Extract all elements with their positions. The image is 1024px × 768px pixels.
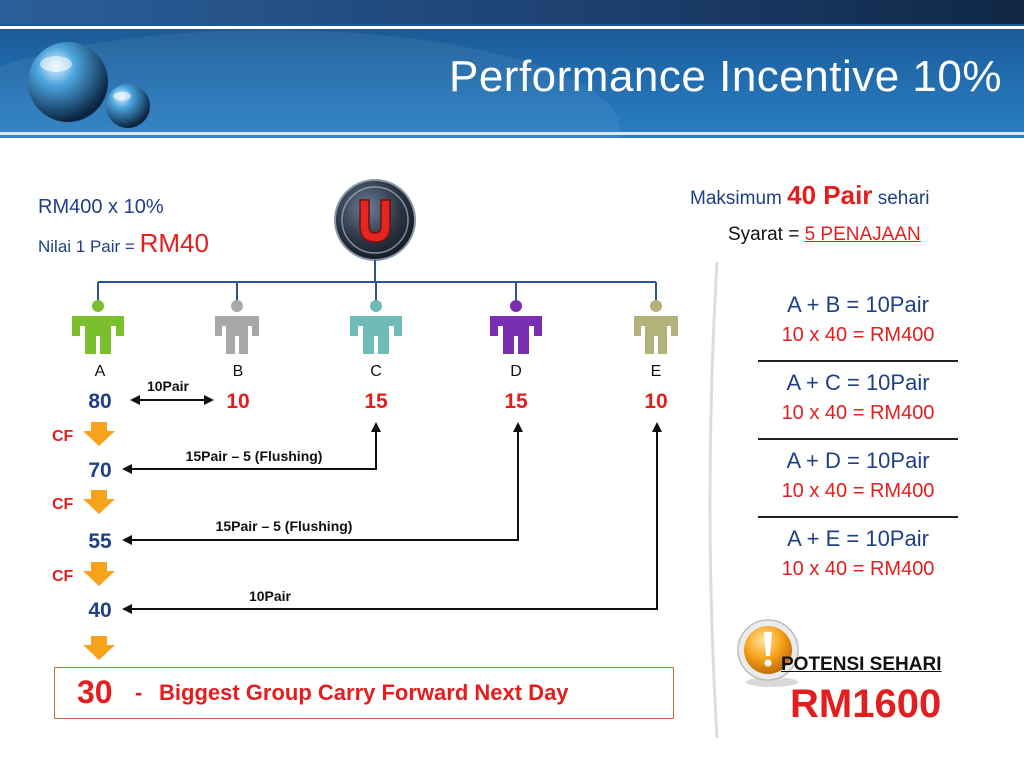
- flow-label: 15Pair – 5 (Flushing): [216, 518, 353, 534]
- carry-forward-dash: -: [135, 680, 143, 705]
- carry-value: 55: [88, 530, 112, 553]
- pair-item: A + C = 10Pair 10 x 40 = RM400: [758, 362, 958, 440]
- curved-divider: [708, 261, 719, 739]
- potential-value: RM1600: [790, 682, 942, 726]
- pair-item: A + B = 10Pair 10 x 40 = RM400: [758, 290, 958, 362]
- globe-logo-icon: [28, 42, 150, 128]
- pair-calc: 10 x 40 = RM400: [781, 402, 935, 424]
- person-icon: [215, 300, 259, 354]
- max-prefix: Maksimum: [690, 188, 782, 209]
- carry-forward-label: CF: [52, 496, 74, 513]
- tree-connectors: [97, 260, 657, 302]
- u-logo-icon: [334, 179, 416, 261]
- carry-forward-text: Biggest Group Carry Forward Next Day: [159, 680, 569, 705]
- header-divider-bottom: [0, 132, 1024, 135]
- max-suffix: sehari: [877, 188, 930, 209]
- max-value: 40 Pair: [787, 180, 873, 210]
- flow-label: 15Pair – 5 (Flushing): [186, 448, 323, 464]
- leg-value: 80: [88, 390, 111, 413]
- pair-item: A + D = 10Pair 10 x 40 = RM400: [758, 440, 958, 518]
- page-title: Performance Incentive 10%: [448, 52, 1002, 101]
- carry-forward-box: 30 - Biggest Group Carry Forward Next Da…: [54, 667, 674, 719]
- requirement-label: Syarat =: [728, 224, 800, 245]
- max-pair-line: Maksimum 40 Pair sehari: [690, 180, 929, 211]
- leg-letter: C: [370, 363, 382, 380]
- leg-value: 10: [644, 390, 667, 413]
- carry-down-arrow-icon: [83, 422, 115, 446]
- carry-down-arrow-icon: [83, 562, 115, 586]
- pair-calc: 10 x 40 = RM400: [781, 480, 935, 502]
- potential-label: POTENSI SEHARI: [781, 654, 942, 675]
- carry-value: 40: [88, 599, 111, 622]
- flow-arrow-e: [122, 422, 662, 614]
- pair-list: A + B = 10Pair 10 x 40 = RM400 A + C = 1…: [758, 290, 958, 584]
- carry-forward-label: CF: [52, 568, 74, 585]
- flow-label: 10Pair: [249, 588, 292, 604]
- pair-item: A + E = 10Pair 10 x 40 = RM400: [758, 518, 958, 584]
- leg-value: 15: [364, 390, 388, 413]
- carry-down-arrow-icon: [83, 636, 115, 660]
- leg-letter: B: [233, 363, 244, 380]
- person-icon: [72, 300, 124, 354]
- pair-formula: A + E = 10Pair: [787, 526, 929, 551]
- header-top-band: [0, 0, 1024, 24]
- pair-calc: 10 x 40 = RM400: [781, 324, 935, 346]
- requirement-line: Syarat = 5 PENAJAAN: [728, 224, 921, 246]
- leg-value: 10: [226, 390, 249, 413]
- carry-forward-value: 30: [77, 674, 113, 710]
- person-icon: [490, 300, 542, 354]
- pair-calc: 10 x 40 = RM400: [781, 558, 935, 580]
- leg-letter: E: [651, 363, 662, 380]
- requirement-value: 5 PENAJAAN: [804, 224, 921, 245]
- leg-value: 15: [504, 390, 528, 413]
- flow-label: 10Pair: [147, 378, 190, 394]
- person-icon: [350, 300, 402, 354]
- exclamation-icon: [737, 619, 799, 687]
- rate-line: RM400 x 10%: [38, 196, 164, 218]
- header-banner: Performance Incentive 10%: [0, 0, 1024, 138]
- pair-formula: A + D = 10Pair: [786, 448, 930, 473]
- carry-down-arrow-icon: [83, 490, 115, 514]
- pair-value-label: Nilai 1 Pair =: [38, 237, 135, 256]
- leg-letter: D: [510, 363, 522, 380]
- pair-formula: A + C = 10Pair: [786, 370, 930, 395]
- carry-value: 70: [88, 459, 111, 482]
- person-icon: [634, 300, 678, 354]
- pair-value: RM40: [139, 228, 209, 258]
- pair-formula: A + B = 10Pair: [787, 292, 929, 317]
- carry-forward-label: CF: [52, 428, 74, 445]
- leg-letter: A: [95, 363, 106, 380]
- pair-value-line: Nilai 1 Pair = RM40: [38, 228, 209, 259]
- header-divider-top: [0, 26, 1024, 29]
